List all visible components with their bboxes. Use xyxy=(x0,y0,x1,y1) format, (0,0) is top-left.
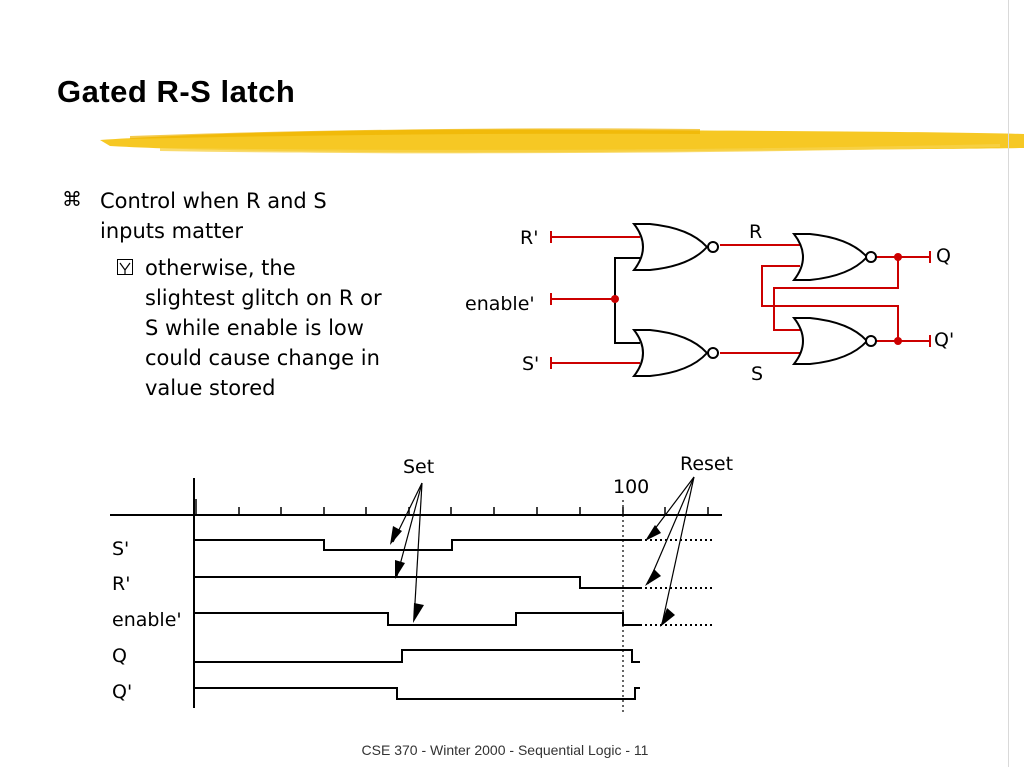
checkbox-bullet-icon xyxy=(117,259,133,275)
slide-edge-rule xyxy=(1008,0,1009,767)
signal-label-qbar: Q' xyxy=(112,681,132,703)
slide-title: Gated R-S latch xyxy=(57,74,296,109)
annotation-reset: Reset xyxy=(680,453,733,475)
label-node-r: R xyxy=(749,221,762,243)
signal-label-enable: enable' xyxy=(112,609,182,631)
label-output-qbar: Q' xyxy=(934,329,954,351)
signal-label-q: Q xyxy=(112,645,127,667)
slide-footer: CSE 370 - Winter 2000 - Sequential Logic… xyxy=(361,742,649,758)
annotation-set: Set xyxy=(403,456,434,478)
signal-label-s: S' xyxy=(112,538,129,560)
bullet-text-2: otherwise, the slightest glitch on R or … xyxy=(145,256,382,400)
command-bullet-icon: ⌘ xyxy=(62,187,82,211)
label-output-q: Q xyxy=(936,245,951,267)
label-node-s: S xyxy=(751,363,763,385)
signal-label-r: R' xyxy=(112,573,130,595)
label-input-r: R' xyxy=(520,227,538,249)
title-highlight-stroke xyxy=(100,128,1024,154)
label-input-enable: enable' xyxy=(465,293,535,315)
label-input-s: S' xyxy=(522,353,539,375)
bullet-text-1: Control when R and S inputs matter xyxy=(100,189,327,243)
time-tick-label: 100 xyxy=(613,476,649,498)
